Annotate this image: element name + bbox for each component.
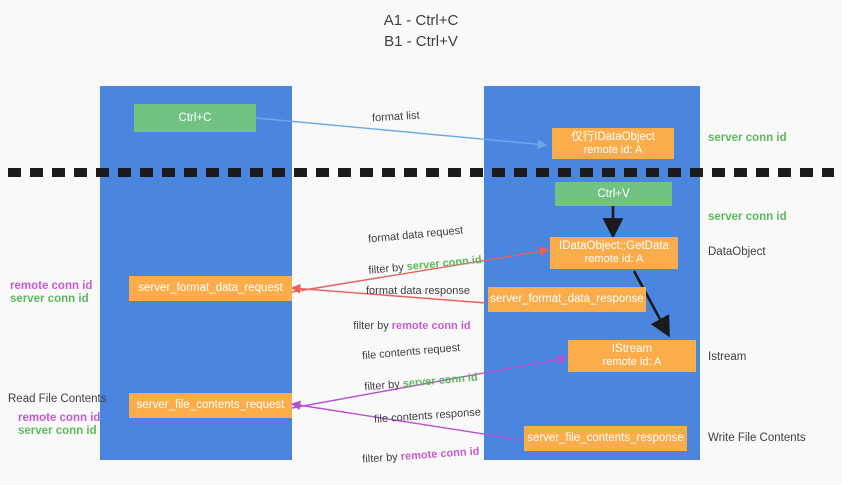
node-ctrl-c[interactable]: Ctrl+C <box>134 104 256 132</box>
edge-label-format-list: format list <box>371 109 420 125</box>
edge-label-format-data-response-filter: filter by remote conn id <box>341 304 471 349</box>
node-idataobject-sub: remote id: A <box>583 143 643 156</box>
node-idataobject[interactable]: 仅行IDataObject remote id: A <box>552 128 674 159</box>
right-label-istream: Istream <box>708 351 747 363</box>
edge-label-file-contents-request-filter: filter by server conn id <box>350 356 479 412</box>
node-server-file-contents-response[interactable]: server_file_contents_response <box>524 426 687 451</box>
left-label-server-conn-id-2: server conn id <box>18 425 97 437</box>
edge-label-file-contents-response-filter: filter by remote conn id <box>349 430 481 484</box>
edge-label-format-data-request-filter-prefix: filter by <box>367 261 408 277</box>
node-ctrl-c-label: Ctrl+C <box>178 111 212 124</box>
edge-label-format-data-response-filter-prefix: filter by <box>353 320 392 332</box>
node-server-format-data-response-label: server_format_data_response <box>490 293 644 305</box>
node-server-format-data-request[interactable]: server_format_data_request <box>129 276 292 301</box>
edge-label-file-contents-response: file contents response <box>373 406 482 426</box>
node-idataobject-getdata-label: IDataObject::GetData <box>559 240 669 252</box>
node-server-format-data-request-label: server_format_data_request <box>138 282 283 294</box>
right-label-dataobject: DataObject <box>708 246 766 258</box>
node-ctrl-v[interactable]: Ctrl+V <box>555 182 672 206</box>
node-idataobject-getdata-sub: remote id: A <box>584 253 644 265</box>
node-server-file-contents-request-label: server_file_contents_request <box>136 399 285 411</box>
dashed-separator <box>8 168 834 177</box>
edge-label-file-contents-request-filter-value: server conn id <box>402 371 479 391</box>
node-istream-sub: remote id: A <box>602 356 662 368</box>
node-istream[interactable]: IStream remote id: A <box>568 340 696 372</box>
left-label-remote-conn-id-2: remote conn id <box>18 412 101 424</box>
node-server-file-contents-request[interactable]: server_file_contents_request <box>129 393 292 418</box>
page-title: A1 - Ctrl+C B1 - Ctrl+V <box>383 12 459 50</box>
node-idataobject-label: 仅行IDataObject <box>571 130 655 143</box>
edge-label-file-contents-response-filter-prefix: filter by <box>361 450 402 466</box>
left-label-server-conn-id-1: server conn id <box>10 293 89 305</box>
right-label-write-file-contents: Write File Contents <box>708 432 806 444</box>
left-label-remote-conn-id-1: remote conn id <box>10 280 93 292</box>
node-server-file-contents-response-label: server_file_contents_response <box>527 432 684 444</box>
left-label-read-file-contents: Read File Contents <box>8 393 107 405</box>
edge-label-format-data-response: format data response <box>366 285 470 297</box>
edge-label-file-contents-request-filter-prefix: filter by <box>363 378 404 394</box>
node-server-format-data-response[interactable]: server_format_data_response <box>488 287 646 312</box>
right-label-server-conn-id-1: server conn id <box>708 132 787 144</box>
edge-label-format-data-response-filter-value: remote conn id <box>391 320 471 332</box>
edge-label-format-data-request-filter-value: server conn id <box>406 253 483 274</box>
node-ctrl-v-label: Ctrl+V <box>597 187 630 200</box>
right-label-server-conn-id-2: server conn id <box>708 211 787 223</box>
node-idataobject-getdata[interactable]: IDataObject::GetData remote id: A <box>550 237 678 269</box>
node-istream-label: IStream <box>611 343 653 355</box>
edge-label-file-contents-response-filter-value: remote conn id <box>400 445 480 463</box>
